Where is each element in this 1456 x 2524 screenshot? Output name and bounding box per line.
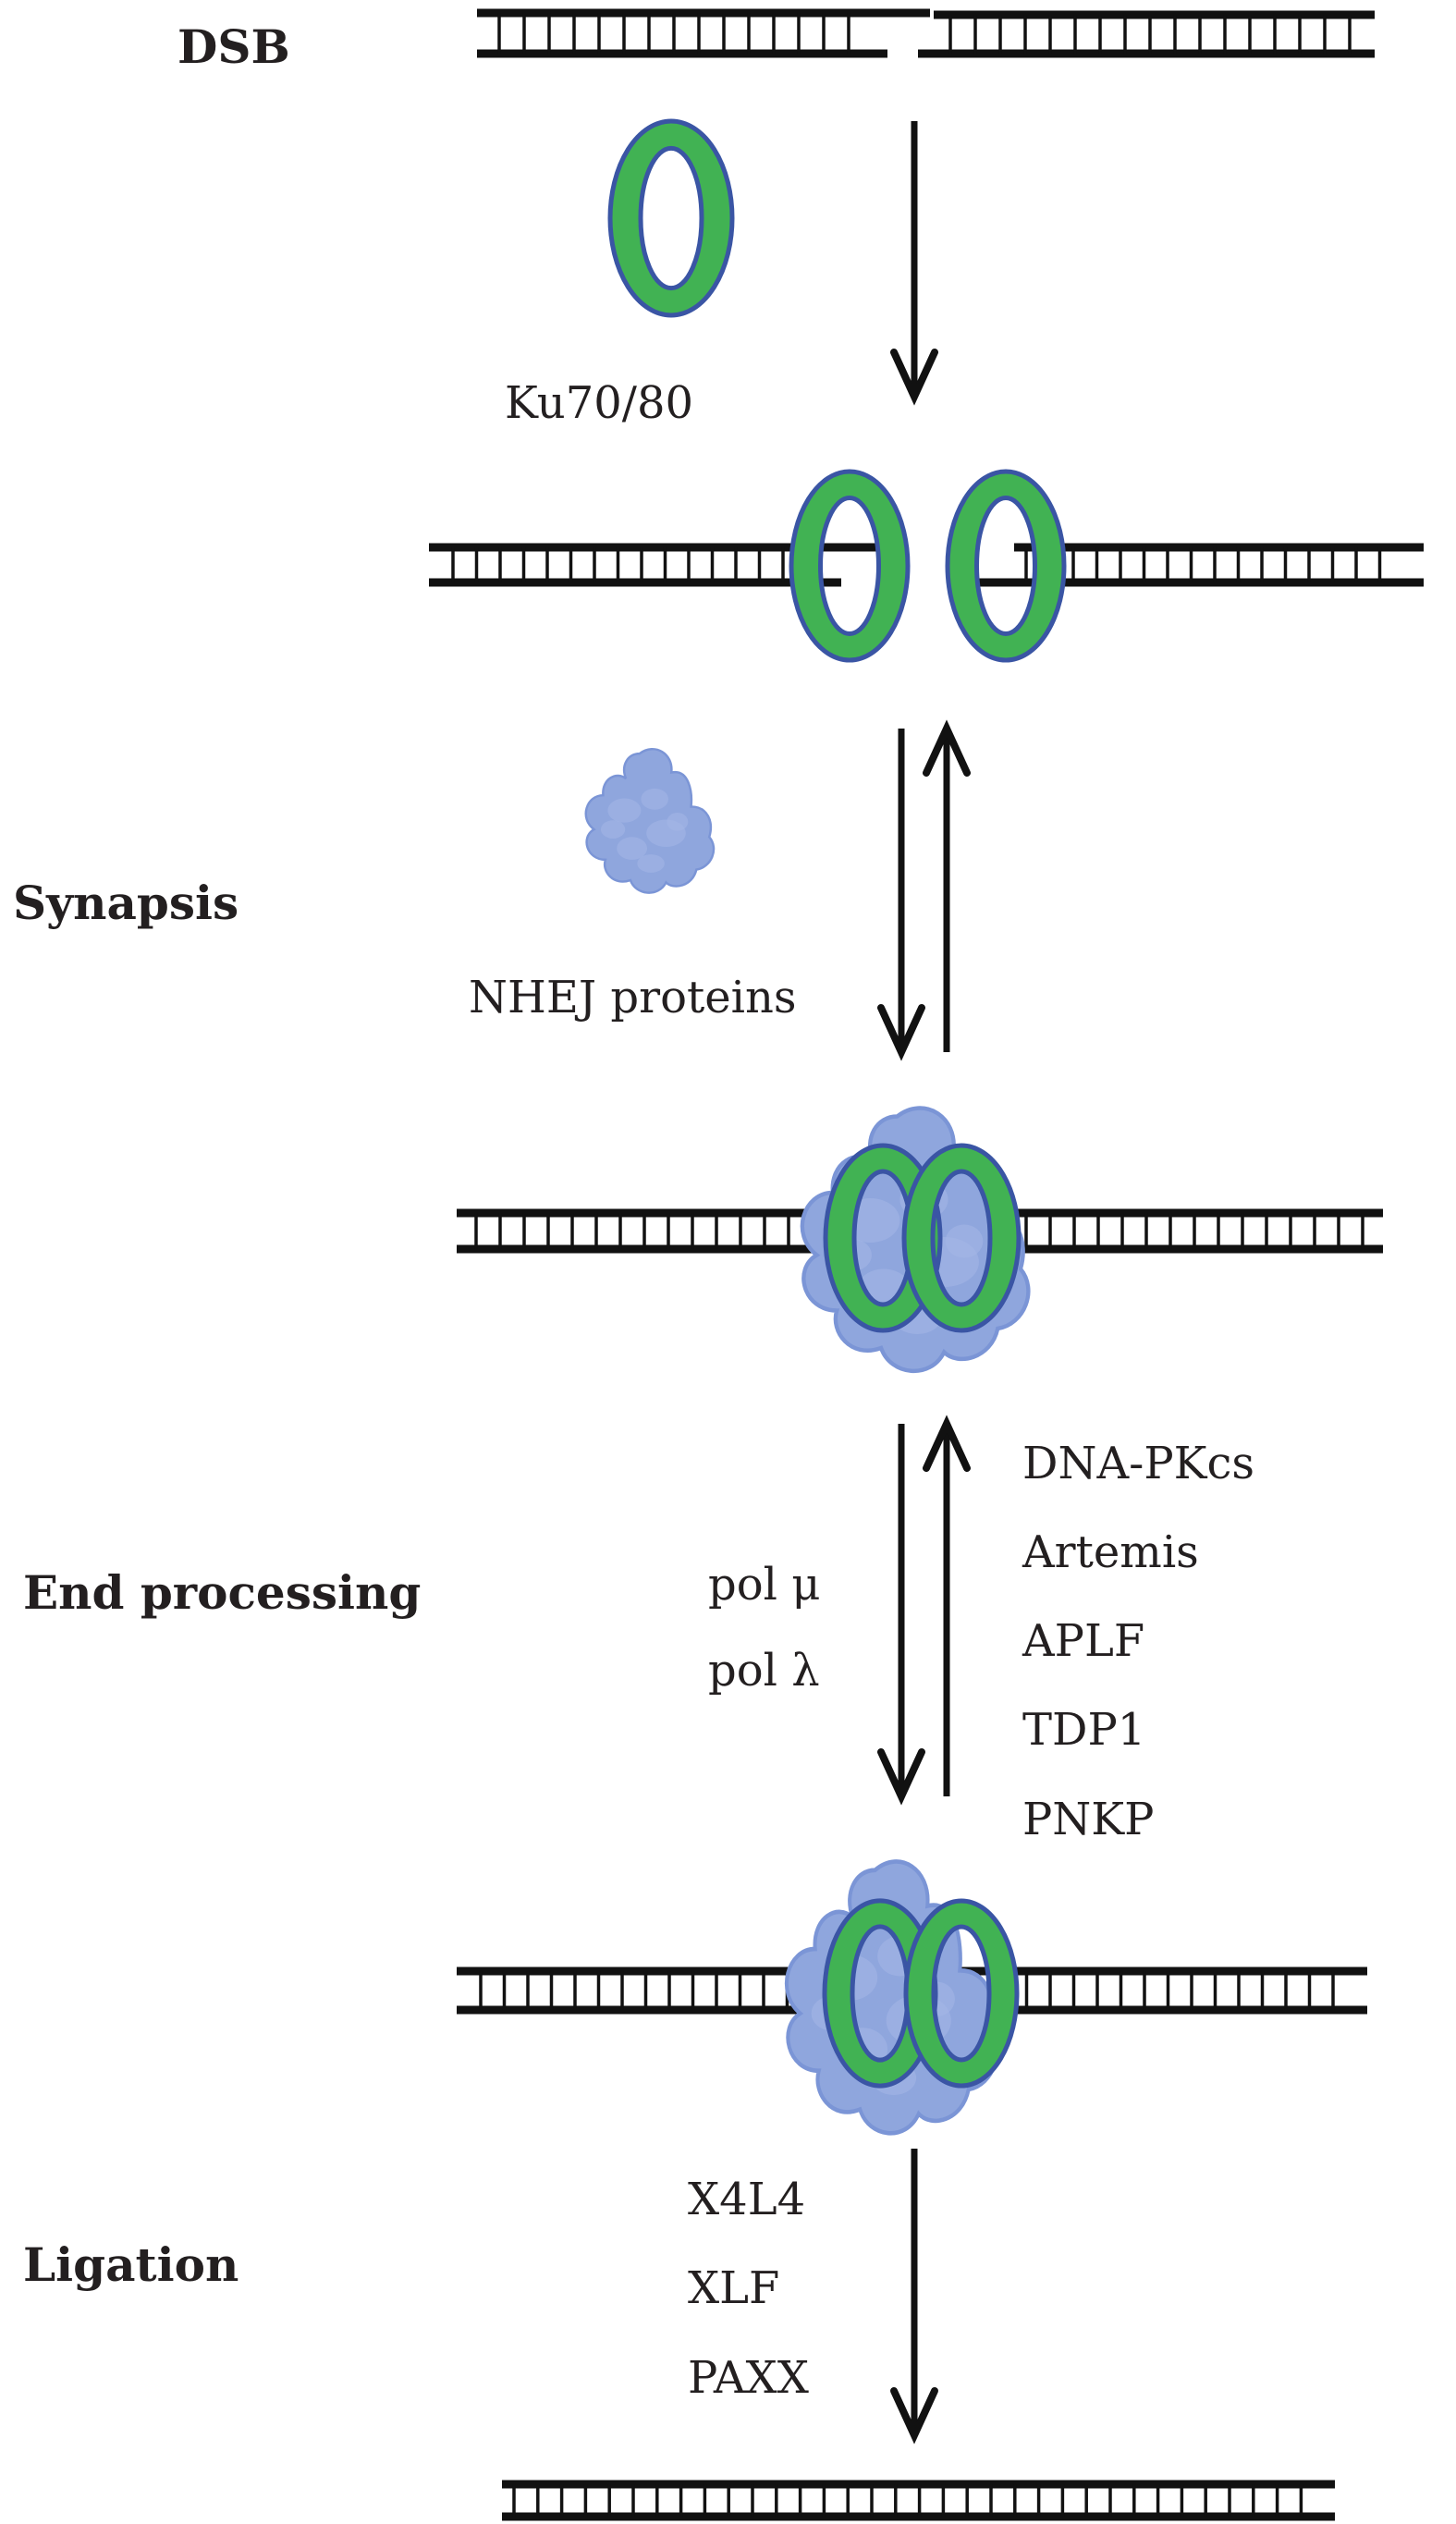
processing-factor-label: PNKP	[1022, 1794, 1155, 1845]
ku-label: Ku70/80	[505, 377, 694, 429]
ku-ring-body	[901, 1143, 1022, 1333]
arrow-head	[877, 1748, 925, 1806]
protein-blob-texture	[945, 1224, 984, 1258]
ligation-factor-label: X4L4	[688, 2174, 806, 2225]
ligation-factor-label: XLF	[688, 2262, 780, 2314]
protein-blob-texture	[617, 837, 647, 860]
processing-factor-label: DNA-PKcs	[1022, 1438, 1255, 1489]
polymerase-label: pol μ	[708, 1559, 821, 1611]
stage-label-end-processing: End processing	[23, 1565, 422, 1620]
ku-ring-icon	[607, 118, 735, 318]
protein-blob-body	[584, 748, 716, 894]
arrow-layer	[877, 121, 971, 2444]
ku-ring-icon	[903, 1898, 1020, 2089]
polymerase-label: pol λ	[708, 1645, 820, 1697]
nhej-protein-icon	[584, 748, 716, 894]
protein-blob-texture	[600, 820, 626, 839]
stage-label-dsb: DSB	[177, 19, 290, 74]
stage-label-synapsis: Synapsis	[13, 876, 239, 930]
arrow-forward	[890, 2149, 938, 2444]
ku-ring-icon	[789, 469, 911, 663]
arrow-forward	[877, 729, 925, 1061]
arrow-head	[890, 2387, 938, 2444]
processing-factor-label: TDP1	[1022, 1704, 1146, 1756]
arrow-head	[877, 1004, 925, 1061]
arrow-head	[923, 719, 971, 777]
processing-factor-label: APLF	[1022, 1615, 1145, 1667]
protein-blob-texture	[607, 798, 642, 823]
arrow-forward	[890, 121, 938, 406]
protein-blob-texture	[667, 813, 689, 831]
stage-label-ligation: Ligation	[23, 2237, 239, 2292]
arrow-reverse	[923, 1415, 971, 1796]
arrow-head	[923, 1415, 971, 1472]
dna-broken-left	[477, 8, 930, 58]
nhej-proteins-label: NHEJ proteins	[469, 972, 797, 1023]
ku-layer	[607, 118, 1067, 2089]
dna-broken-right	[918, 10, 1375, 58]
ku-ring-body	[789, 469, 911, 663]
arrow-reverse	[923, 719, 971, 1052]
protein-blob-texture	[641, 788, 668, 810]
ku-ring-body	[607, 118, 735, 318]
arrow-head	[890, 349, 938, 406]
ligation-factor-label: PAXX	[688, 2352, 809, 2404]
ku-ring-icon	[901, 1143, 1022, 1333]
ku-ring-body	[945, 469, 1067, 663]
dna-ligated	[502, 2480, 1335, 2521]
protein-blob-texture	[637, 854, 665, 873]
dna-synapsis-right	[978, 1208, 1383, 1254]
arrow-forward	[877, 1424, 925, 1806]
ku-ring-body	[903, 1898, 1020, 2089]
ku-ring-icon	[945, 469, 1067, 663]
processing-factor-label: Artemis	[1022, 1526, 1199, 1578]
